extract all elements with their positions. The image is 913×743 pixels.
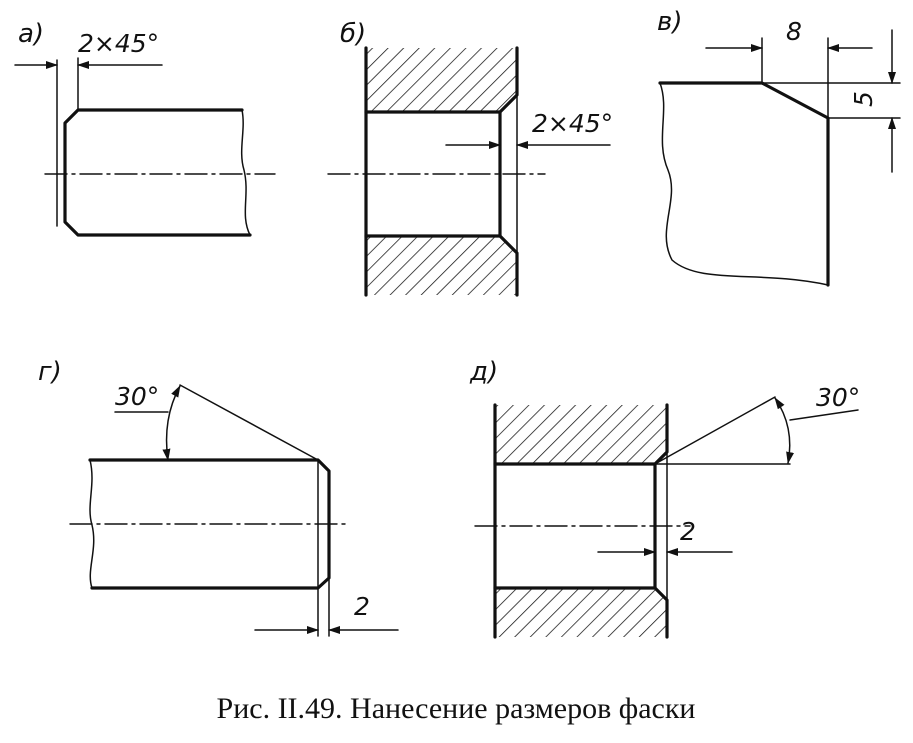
figure-d-angle: 30° [816, 383, 860, 412]
figure-v: в) 8 5 [657, 7, 901, 287]
figure-g-label: г) [38, 357, 62, 387]
figure-a: а) 2×45° [14, 19, 276, 237]
figure-b-label: б) [340, 19, 366, 49]
figure-v-dimension-height: 5 [849, 91, 878, 107]
figure-g: г) 30° 2 [38, 357, 399, 637]
figure-g-angle: 30° [115, 382, 159, 411]
figure-d: д) 30° 2 [469, 357, 860, 639]
figure-a-label: а) [18, 19, 44, 49]
figure-caption: Рис. II.49. Нанесение размеров фаски [217, 692, 696, 725]
figure-b: б) 2×45° [327, 19, 613, 297]
figure-g-dimension: 2 [354, 592, 370, 621]
figure-a-dimension: 2×45° [78, 29, 159, 58]
figure-d-dimension: 2 [680, 517, 696, 546]
figure-v-label: в) [657, 7, 682, 37]
figure-v-dimension-width: 8 [786, 17, 802, 46]
figure-b-dimension: 2×45° [532, 109, 613, 138]
figure-d-label: д) [469, 357, 498, 387]
